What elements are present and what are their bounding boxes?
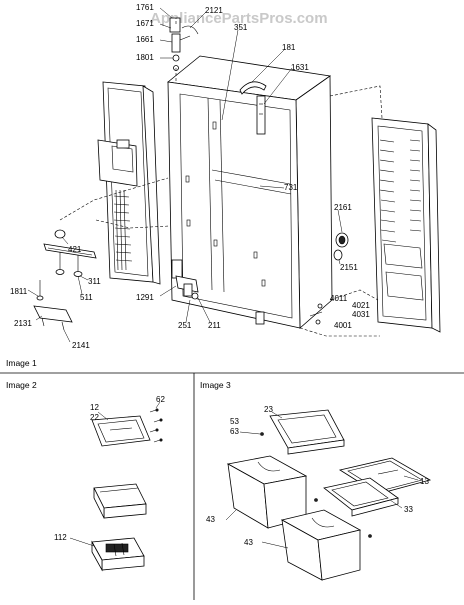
watermark: AppliancePartsPros.com [150, 10, 328, 27]
lower-hinge-assembly [33, 243, 97, 331]
left-door [97, 81, 161, 285]
part-label-4021: 4021 [352, 301, 370, 310]
part-label-731: 731 [284, 183, 298, 192]
part-label-1661: 1661 [136, 35, 154, 44]
part-label-511: 511 [80, 293, 93, 302]
part-label-1631: 1631 [291, 63, 309, 72]
part-label-22: 22 [90, 413, 99, 422]
right-door [371, 117, 441, 333]
part-label-53: 53 [230, 417, 239, 426]
part-label-4011: 4011 [330, 294, 348, 303]
pin-421 [54, 229, 66, 239]
door-stop-parts [333, 232, 349, 261]
part-label-1291: 1291 [136, 293, 154, 302]
part-label-63: 63 [230, 427, 239, 436]
image2-assembly: 12 22 62 112 [54, 395, 165, 572]
bottom-hinge-hardware [309, 303, 323, 325]
image1-assembly: 1761 1671 2121 1661 1801 351 181 1631 73… [10, 3, 441, 350]
part-label-2121: 2121 [205, 6, 223, 15]
section-title-image2: Image 2 [6, 380, 37, 390]
screws-62 [149, 408, 163, 443]
part-label-2131: 2131 [14, 319, 32, 328]
part-label-33: 33 [404, 505, 413, 514]
part-label-351: 351 [234, 23, 248, 32]
part-label-62: 62 [156, 395, 165, 404]
part-label-4031: 4031 [352, 310, 370, 319]
cabinet [167, 55, 333, 329]
part-label-251: 251 [178, 321, 192, 330]
part-label-181: 181 [282, 43, 296, 52]
section-title-image1: Image 1 [6, 358, 37, 368]
part-label-12: 12 [90, 403, 99, 412]
part-label-4001: 4001 [334, 321, 352, 330]
part-label-23: 23 [264, 405, 273, 414]
part-label-421: 421 [68, 245, 82, 254]
assembly-dashed-lines [59, 18, 383, 337]
part-label-1671: 1671 [136, 19, 154, 28]
part-label-43-lower: 43 [244, 538, 253, 547]
section-title-image3: Image 3 [200, 380, 231, 390]
image1-part-labels: 1761 1671 2121 1661 1801 351 181 1631 73… [10, 3, 370, 350]
part-label-43-upper: 43 [206, 515, 215, 524]
part-label-311: 311 [88, 277, 101, 286]
image3-assembly: 23 53 63 13 43 33 43 [206, 405, 432, 581]
part-label-211: 211 [208, 321, 221, 330]
part-label-2151: 2151 [340, 263, 358, 272]
part-label-2141: 2141 [72, 341, 90, 350]
part-label-1801: 1801 [136, 53, 154, 62]
lower-frame [0, 372, 464, 600]
part-label-112: 112 [54, 533, 67, 542]
part-label-1811: 1811 [10, 287, 28, 296]
part-label-2161: 2161 [334, 203, 352, 212]
leader-lines [27, 7, 343, 343]
part-label-13: 13 [420, 477, 429, 486]
part-label-1761: 1761 [136, 3, 154, 12]
